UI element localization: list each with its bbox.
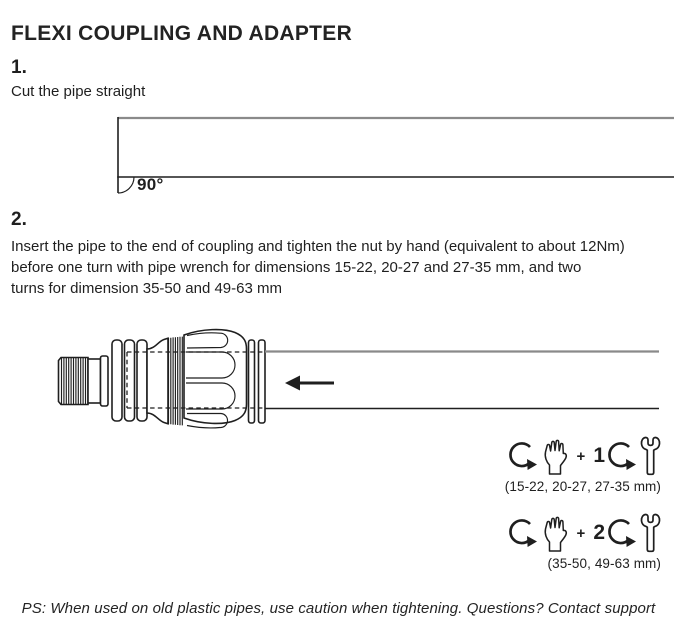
compression-nut — [183, 328, 248, 429]
ps-footnote: PS: When used on old plastic pipes, use … — [21, 600, 656, 617]
plus-sign: + — [576, 447, 586, 465]
step-2-number: 2. — [11, 209, 27, 230]
dimension-caption: (35-50, 49-63 mm) — [547, 556, 661, 571]
rotate-clockwise-icon — [608, 442, 636, 470]
turn-instruction-hand-plus-one: + 1 (15-22, 20-27, 27-35 mm) — [505, 436, 661, 494]
threaded-adapter-end — [57, 355, 109, 407]
rotate-clockwise-icon — [508, 519, 537, 547]
rotate-clockwise-icon — [508, 442, 537, 470]
turn-instruction-hand-plus-two: + 2 (35-50, 49-63 mm) — [508, 513, 661, 571]
turn-count: 2 — [593, 521, 605, 544]
step-2-text: Insert the pipe to the end of coupling a… — [11, 236, 651, 299]
step-1-number: 1. — [11, 57, 27, 78]
angle-label: 90° — [137, 175, 164, 194]
knurled-section — [167, 336, 183, 426]
hand-icon — [544, 439, 567, 475]
wrench-icon — [640, 436, 661, 476]
turn-icons: + 1 — [508, 436, 661, 476]
hand-icon — [544, 516, 567, 552]
insertion-depth-dashes — [126, 351, 264, 409]
step-2-line: before one turn with pipe wrench for dim… — [11, 259, 582, 276]
pipe-cut-diagram — [117, 116, 674, 194]
step-1-text: Cut the pipe straight — [11, 83, 146, 100]
dimension-caption: (15-22, 20-27, 27-35 mm) — [504, 479, 661, 494]
nut-end-rings — [247, 339, 266, 424]
pipe — [265, 350, 659, 410]
coupling-diagram — [57, 328, 659, 429]
step-2-line: Insert the pipe to the end of coupling a… — [11, 238, 625, 255]
page-title: FLEXI COUPLING AND ADAPTER — [11, 22, 353, 46]
insert-direction-arrow — [285, 375, 334, 391]
coupling-body — [146, 337, 169, 425]
rotate-clockwise-icon — [608, 519, 636, 547]
right-angle-arc — [117, 176, 135, 194]
step-2-line: turns for dimension 35-50 and 49-63 mm — [11, 280, 282, 297]
plus-sign: + — [576, 524, 586, 542]
wrench-icon — [640, 513, 661, 553]
turn-icons: + 2 — [508, 513, 661, 553]
turn-count: 1 — [593, 444, 605, 467]
